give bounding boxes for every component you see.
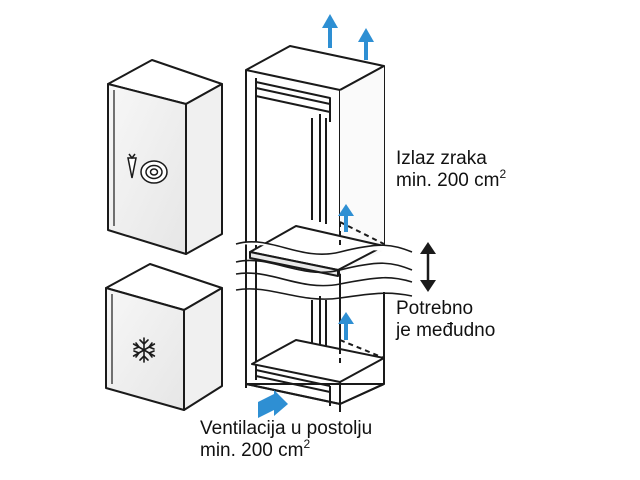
double-arrow-icon [420, 242, 436, 292]
air-outlet-value: min. 200 cm2 [396, 167, 507, 191]
fridge-door-panel [107, 59, 223, 255]
vegetable-icon [127, 153, 168, 184]
plinth-ventilation-label: Ventilacija u postolju min. 200 cm2 [200, 418, 372, 462]
airflow-arrow-icon [258, 14, 374, 418]
air-out-arrow-1 [322, 14, 338, 48]
gap-line-1: Potrebno [396, 298, 474, 319]
plinth-value: min. 200 cm2 [200, 437, 311, 461]
air-out-arrow-2 [358, 28, 374, 60]
gap-line-2: je međudno [396, 320, 496, 341]
plinth-title: Ventilacija u postolju [200, 418, 373, 439]
freezer-door-panel [105, 263, 223, 411]
cabinet-niche [245, 45, 385, 412]
snowflake-icon [132, 337, 156, 363]
break-lines [235, 241, 413, 300]
gap-label: Potrebno je međudno [396, 298, 495, 342]
air-low-arrow [338, 312, 354, 340]
air-mid-arrow [338, 204, 354, 232]
air-outlet-label: Izlaz zraka min. 200 cm2 [396, 148, 506, 192]
air-outlet-title: Izlaz zraka [396, 148, 487, 169]
air-in-arrow [258, 390, 288, 418]
